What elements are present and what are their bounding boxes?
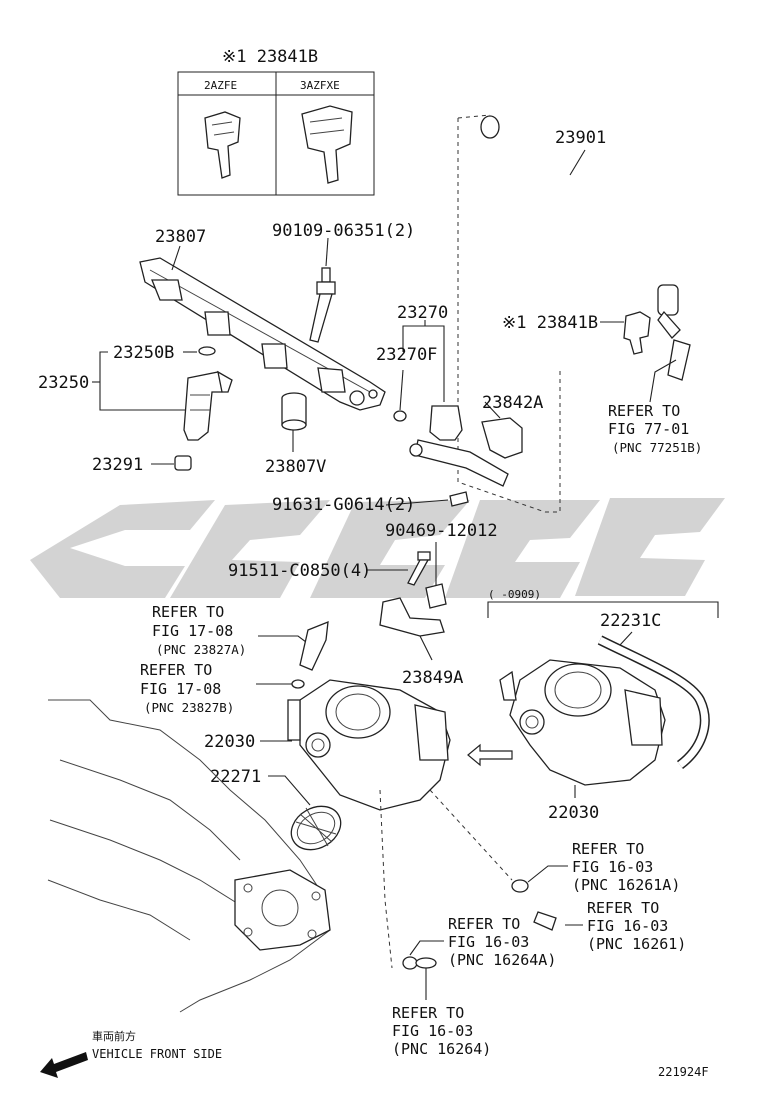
label-22030-left: 22030	[204, 732, 255, 752]
front-note-en: VEHICLE FRONT SIDE	[92, 1047, 222, 1061]
pressure-regulator: 23270 23270F 23842A	[376, 303, 543, 487]
inset-title: ※1 23841B	[222, 47, 318, 67]
label-90469: 90469-12012	[385, 521, 498, 541]
ref16d-line3: (PNC 16264)	[392, 1040, 491, 1058]
fuel-rail: 23807	[139, 227, 386, 411]
label-23250b: 23250B	[113, 343, 174, 363]
label-22030-right: 22030	[548, 803, 599, 823]
ref77-line1: REFER TO	[608, 402, 680, 420]
label-23250: 23250	[38, 373, 89, 393]
ref16b-line2: FIG 16-03	[587, 917, 668, 935]
refer-16-03-group: REFER TO FIG 16-03 (PNC 16261A) REFER TO…	[392, 840, 686, 1058]
ref17b-line3: (PNC 23827B)	[144, 700, 234, 715]
bracket-23849a: 23849A	[379, 597, 463, 688]
ref16a-line1: REFER TO	[572, 840, 644, 858]
gasket-22271: 22271	[210, 767, 342, 851]
diagram-id: 221924F	[658, 1065, 709, 1079]
bolt-90109: 90109-06351(2)	[272, 221, 415, 343]
front-note-jp: 車両前方	[92, 1029, 136, 1043]
injector-group: 23250B 23250 23291	[38, 343, 233, 475]
ref77-line2: FIG 77-01	[608, 420, 689, 438]
label-91631: 91631-G0614(2)	[272, 495, 415, 515]
label-23849a: 23849A	[402, 668, 463, 688]
label-23270: 23270	[397, 303, 448, 323]
ref16d-line1: REFER TO	[392, 1004, 464, 1022]
label-23841b: ※1 23841B	[502, 313, 598, 333]
fuel-hose-group: 23901 ※1 23841B REFER TO FIG 77-01 (PNC …	[457, 114, 702, 513]
refer-17-08-group: REFER TO FIG 17-08 (PNC 23827A) REFER TO…	[140, 603, 329, 715]
label-23901: 23901	[555, 128, 606, 148]
vehicle-front-note: 車両前方 VEHICLE FRONT SIDE	[40, 1029, 222, 1078]
label-23807: 23807	[155, 227, 206, 247]
ref77-line3: (PNC 77251B)	[612, 440, 702, 455]
inset-col-3azfxe: 3AZFXE	[300, 79, 340, 92]
ref17a-line1: REFER TO	[152, 603, 224, 621]
front-arrow-icon	[40, 1052, 88, 1078]
ref17b-line2: FIG 17-08	[140, 680, 221, 698]
label-23807v: 23807V	[265, 457, 326, 477]
bolts-group: 91631-G0614(2) 90469-12012 91511-C0850(4…	[228, 491, 498, 609]
ref16a-line2: FIG 16-03	[572, 858, 653, 876]
ref16b-line3: (PNC 16261)	[587, 935, 686, 953]
label-23270f: 23270F	[376, 345, 437, 365]
label-23291: 23291	[92, 455, 143, 475]
spacer-23807v: 23807V	[265, 392, 326, 477]
throttle-body-right-group: ( -0909) 22231C 22030	[467, 588, 719, 823]
arrow-left-icon	[467, 743, 513, 767]
ref16a-line3: (PNC 16261A)	[572, 876, 680, 894]
inset-col-2azfe: 2AZFE	[204, 79, 237, 92]
ref16d-line2: FIG 16-03	[392, 1022, 473, 1040]
throttle-body-left: 22030	[204, 679, 451, 811]
ref17a-line2: FIG 17-08	[152, 622, 233, 640]
ref17b-line1: REFER TO	[140, 661, 212, 679]
ref16b-line1: REFER TO	[587, 899, 659, 917]
inset-box: ※1 23841B 2AZFE 3AZFXE	[177, 47, 375, 196]
range-note: ( -0909)	[488, 588, 541, 601]
label-90109: 90109-06351(2)	[272, 221, 415, 241]
label-23842a: 23842A	[482, 393, 543, 413]
lower-leaders	[379, 789, 513, 969]
sensor-3azfxe-icon	[301, 105, 353, 184]
watermark-logo	[30, 498, 725, 598]
label-22271: 22271	[210, 767, 261, 787]
ref16c-line1: REFER TO	[448, 915, 520, 933]
label-91511: 91511-C0850(4)	[228, 561, 371, 581]
ref16c-line2: FIG 16-03	[448, 933, 529, 951]
sensor-2azfe-icon	[204, 111, 241, 179]
intake-manifold	[47, 699, 331, 1013]
label-22231c: 22231C	[600, 611, 661, 631]
ref16c-line3: (PNC 16264A)	[448, 951, 556, 969]
ref17a-line3: (PNC 23827A)	[156, 642, 246, 657]
